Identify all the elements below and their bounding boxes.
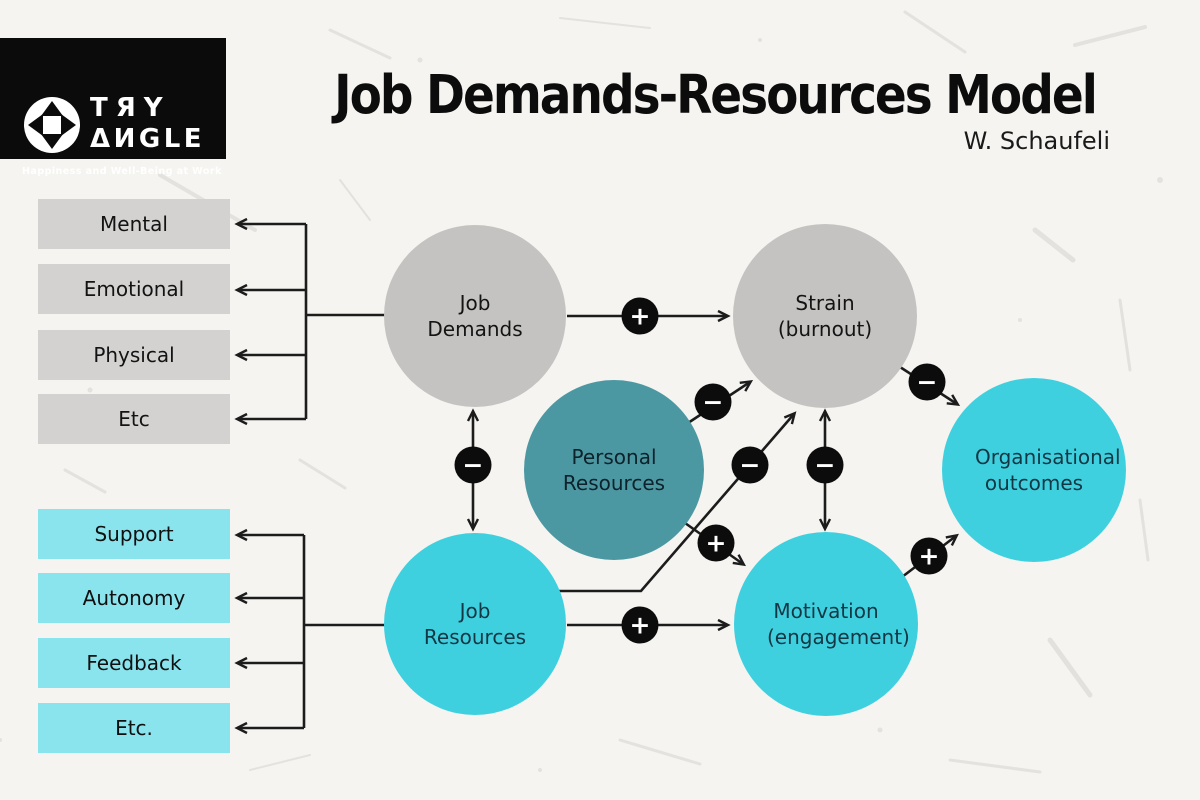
resource-type-label: Feedback [86,651,182,675]
sign-badge-personal-resources-motivation: + [697,524,735,562]
sign-badge-strain-organisational-outcomes: − [908,363,946,401]
sign-badge-strain-motivation: − [806,446,844,484]
node-job-resources: Job Resources [384,533,566,715]
sign-badge-motivation-organisational-outcomes: + [910,537,948,575]
demand-type-label: Mental [100,212,168,236]
node-label: Strain (burnout) [777,291,873,341]
brand-name-bottom: ΔИGLE [90,124,206,154]
node-label: Organisational outcomes [975,445,1121,495]
resource-type-label: Etc. [115,716,153,740]
node-label: Job Resources [423,599,527,649]
resource-type-box: Etc. [38,703,230,753]
node-strain-burnout: Strain (burnout) [733,224,917,408]
page-title: Job Demands-Resources Model [334,64,1098,127]
resource-type-box: Feedback [38,638,230,688]
sign-badge-personal-resources-strain: − [694,383,732,421]
demand-type-box: Mental [38,199,230,249]
node-personal-resources: Personal Resources [524,380,704,560]
demand-type-box: Physical [38,330,230,380]
demand-type-label: Etc [118,407,150,431]
resource-type-label: Autonomy [82,586,186,610]
demand-type-box: Etc [38,394,230,444]
sign-badge-job-demands-job-resources: − [454,446,492,484]
brand-tagline: Happiness and Well-Being at Work [22,166,222,177]
demand-type-box: Emotional [38,264,230,314]
sign-badge-job-demands-strain: + [621,297,659,335]
demand-type-label: Physical [93,343,175,367]
resource-type-box: Support [38,509,230,559]
brand-name: TЯY ΔИGLE [90,95,205,152]
resource-type-box: Autonomy [38,573,230,623]
compass-arrows-icon [24,97,80,153]
node-label: Motivation (engagement) [767,599,910,649]
node-job-demands: Job Demands [384,225,566,407]
demand-type-label: Emotional [83,277,185,301]
node-motivation-engagement: Motivation (engagement) [734,532,918,716]
resource-type-label: Support [94,522,174,546]
node-organisational-outcomes: Organisational outcomes [942,378,1126,562]
brand-name-top: TЯY [90,93,171,123]
node-label: Job Demands [427,291,523,341]
sign-badge-job-resources-motivation: + [621,606,659,644]
brand-logo: TЯY ΔИGLE Happiness and Well-Being at Wo… [0,38,226,177]
author-credit: W. Schaufeli [963,127,1110,155]
sign-badge-job-resources-strain: − [731,446,769,484]
node-label: Personal Resources [562,445,666,495]
